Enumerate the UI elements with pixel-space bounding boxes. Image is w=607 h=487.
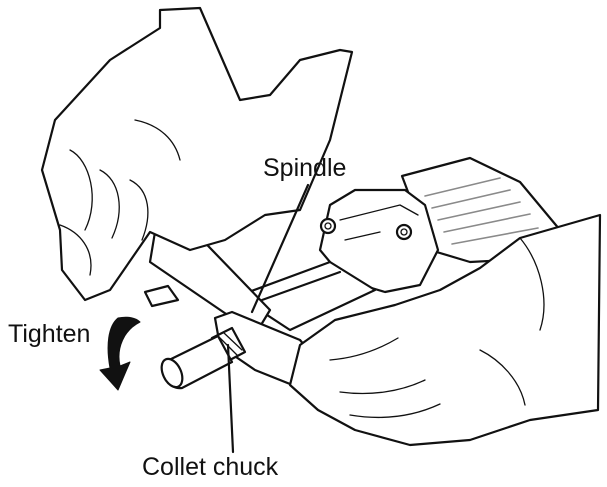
collet-chuck-leader [226,343,235,454]
right-hand [288,213,602,447]
left-hand [40,6,354,302]
collet-chuck-part [160,326,247,390]
collet-chuck-label: Collet chuck [142,453,279,481]
tool-housing [318,156,562,294]
spindle-label: Spindle [263,154,347,182]
label-leaders [226,183,310,454]
spindle-leader [250,183,310,314]
curved-arrow-down-icon [99,316,141,391]
tighten-label: Tighten [8,320,91,348]
spindle-shaft [236,260,377,332]
